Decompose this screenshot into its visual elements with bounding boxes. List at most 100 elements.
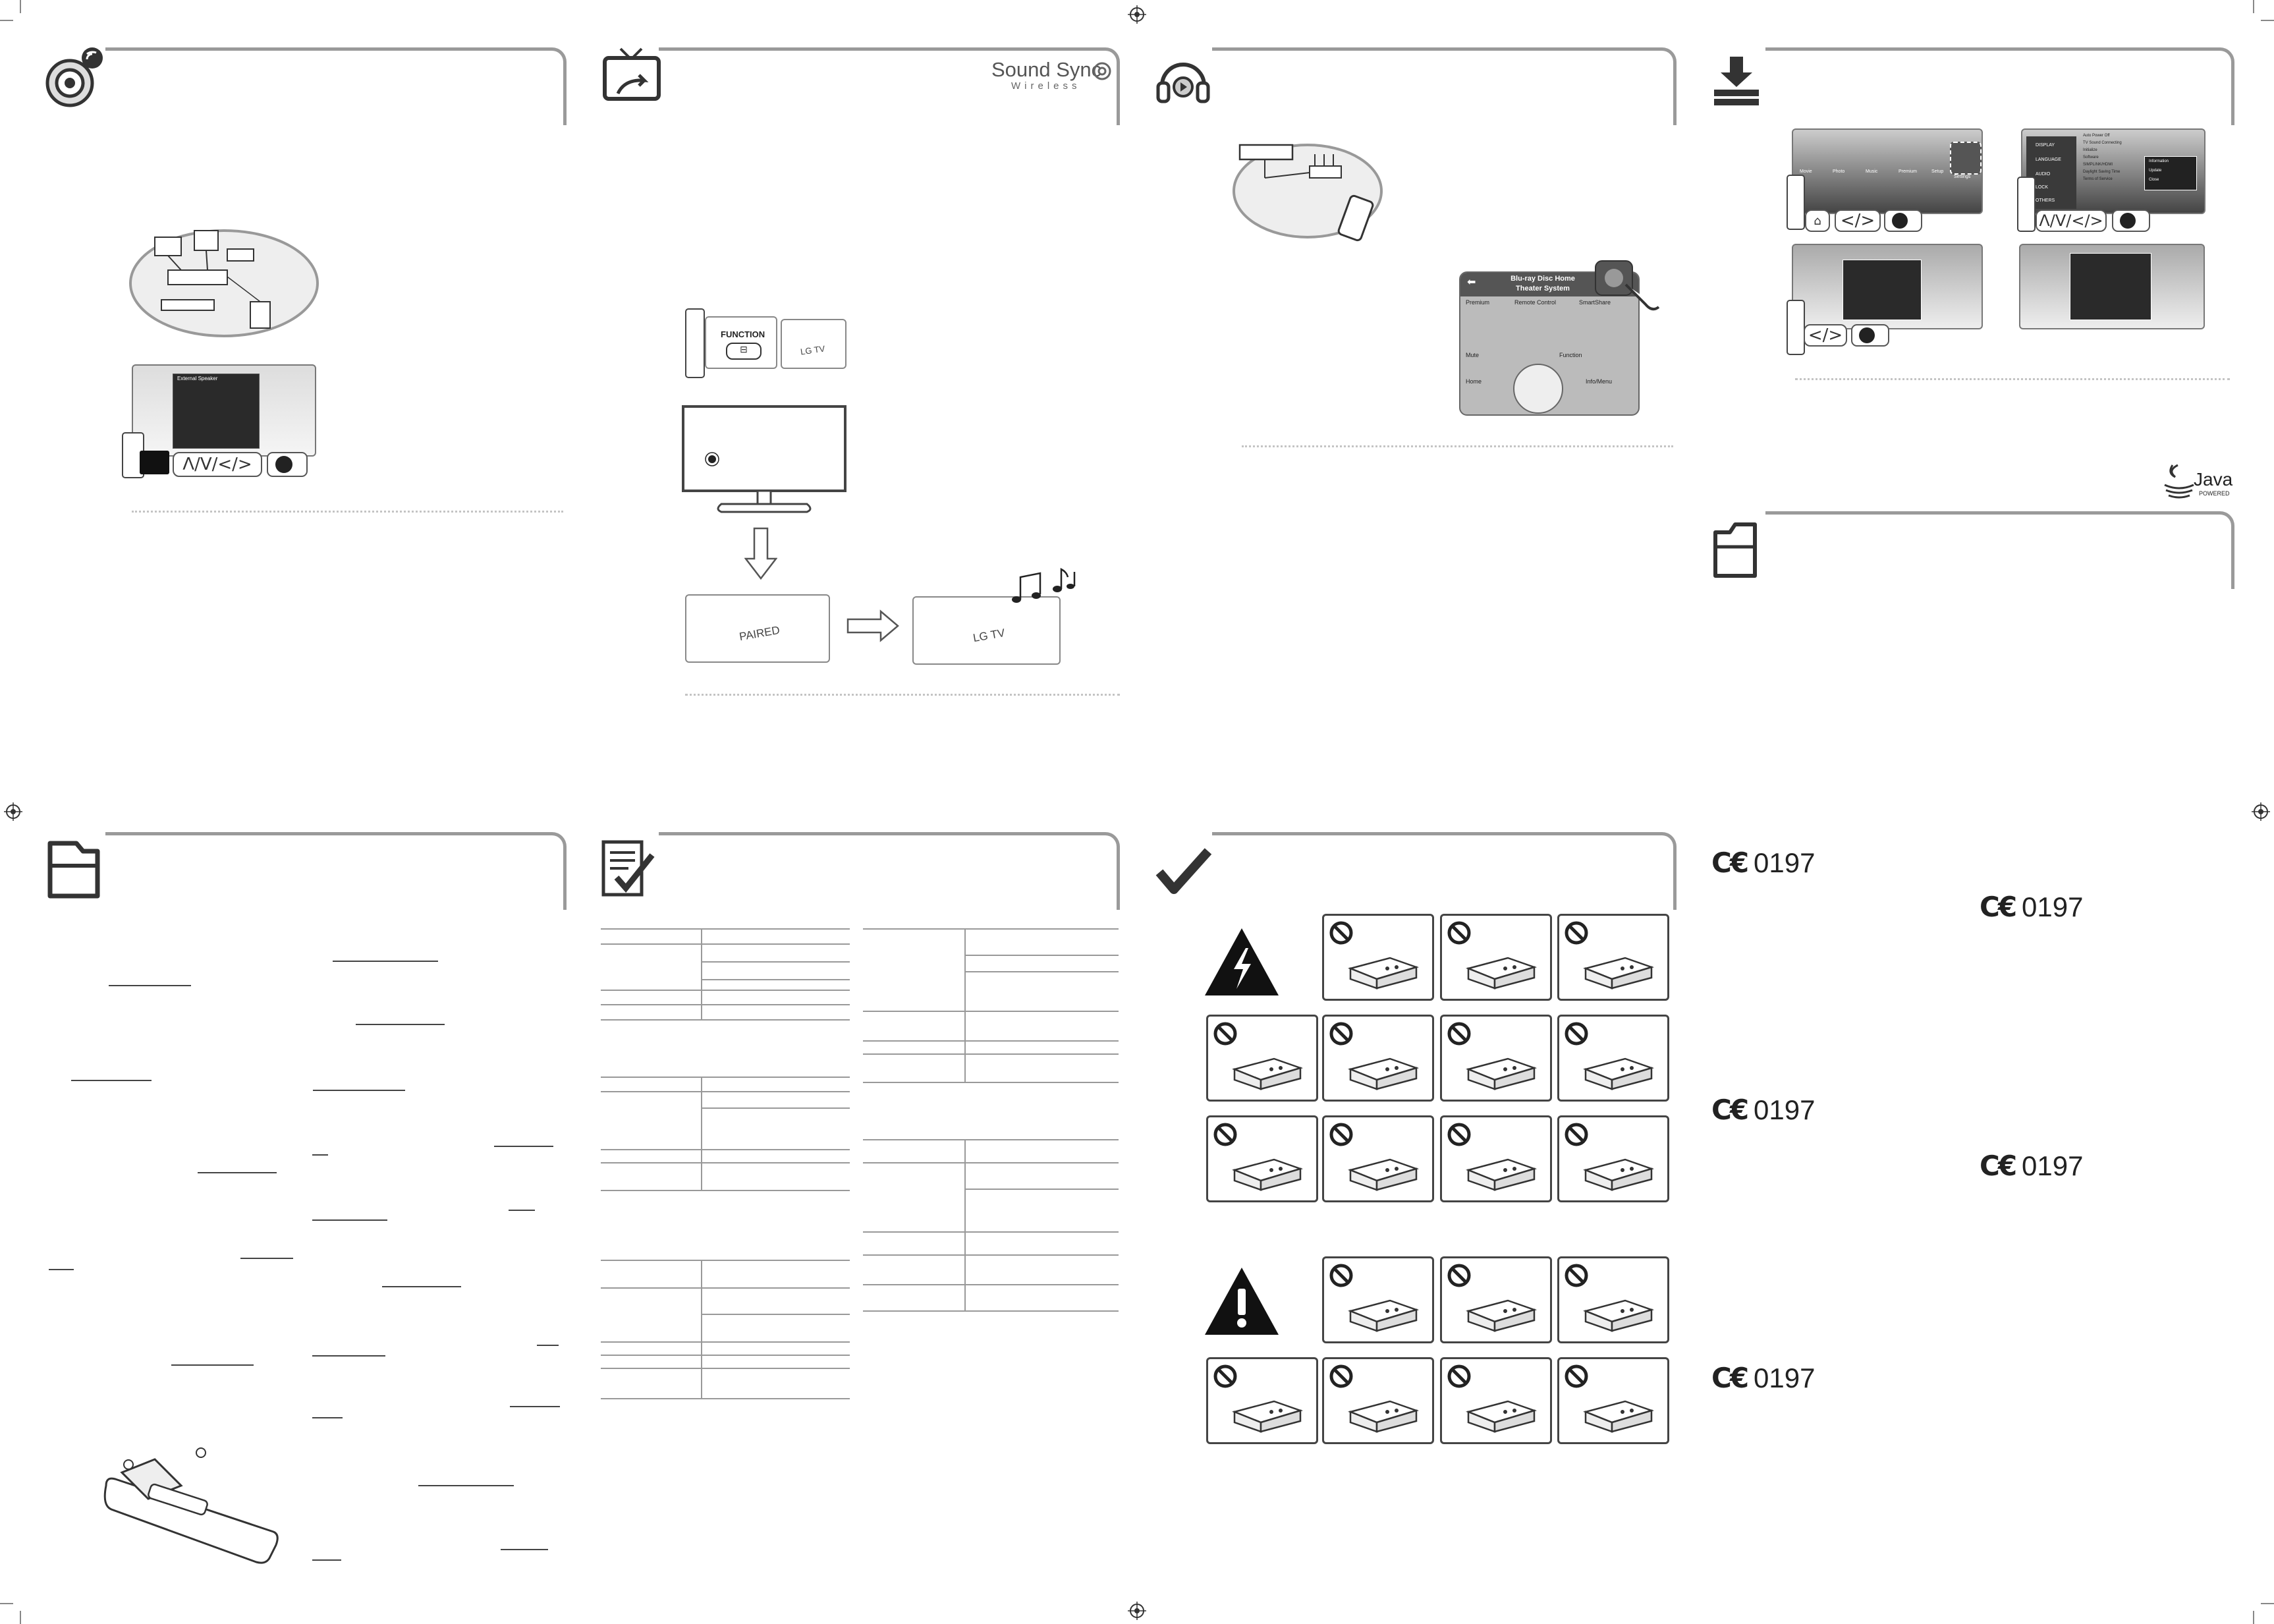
remote-icon xyxy=(1787,300,1805,355)
tab-premium[interactable]: Premium xyxy=(1466,299,1490,306)
java-logo-text: Java xyxy=(2194,469,2233,490)
crop-mark xyxy=(20,0,21,13)
settings-label: Settings xyxy=(1954,175,1971,179)
dialog-title: External Speaker xyxy=(177,376,218,381)
java-logo-sub: POWERED xyxy=(2199,490,2230,497)
section-header-rule xyxy=(105,47,567,125)
notified-body-number: 0197 xyxy=(1754,1362,1816,1393)
prohibition-illustration xyxy=(1557,1357,1669,1444)
remote-icon xyxy=(2017,177,2036,232)
no-symbol-icon xyxy=(1213,1364,1237,1388)
home-button[interactable]: Home xyxy=(1466,378,1482,385)
registration-mark xyxy=(1128,1602,1146,1620)
section-header-rule xyxy=(1765,47,2234,125)
no-symbol-icon xyxy=(1565,1364,1588,1388)
menu-setup: Setup xyxy=(1931,169,1944,174)
electric-hazard-icon xyxy=(1205,928,1279,995)
menu-movie: Movie xyxy=(1800,169,1812,174)
crop-mark xyxy=(2261,20,2274,21)
ce-entry: C€0197 xyxy=(1980,1150,2083,1182)
no-symbol-icon xyxy=(1565,921,1588,945)
hand-pointer-icon xyxy=(1595,260,1660,311)
lgtv-label-2: LG TV xyxy=(972,626,1007,645)
menu-music: Music xyxy=(1866,169,1878,174)
caution-icon xyxy=(1205,1268,1279,1335)
device-character-icon xyxy=(1466,1299,1538,1332)
section-header-rule xyxy=(105,832,567,910)
no-symbol-icon xyxy=(1213,1022,1237,1046)
remote-button-icon xyxy=(140,451,169,474)
headphones-icon xyxy=(1156,63,1210,103)
tv-illustration xyxy=(682,405,846,513)
device-character-icon xyxy=(1583,957,1655,990)
crop-mark xyxy=(2261,1603,2274,1604)
prohibition-illustration xyxy=(1440,1115,1552,1202)
spec-tables xyxy=(601,928,1119,1399)
prohibition-illustration xyxy=(1557,1015,1669,1102)
no-symbol-icon xyxy=(1565,1123,1588,1146)
menu-photo: Photo xyxy=(1833,169,1845,174)
prohibition-illustration xyxy=(1440,1256,1552,1343)
device-character-icon xyxy=(1583,1400,1655,1433)
crop-mark xyxy=(2253,0,2254,13)
sound-sync-logo: Sound Sync xyxy=(991,58,1102,81)
enter-button-icon xyxy=(267,452,308,477)
update-progress-dialog xyxy=(2070,253,2151,320)
registration-mark xyxy=(2252,802,2270,821)
side-menu-others: OTHERS xyxy=(2036,198,2055,203)
java-logo xyxy=(2164,464,2194,499)
ce-mark: C€ xyxy=(1980,1150,2017,1182)
section-header-rule xyxy=(1212,832,1677,910)
nav-keys-label: Λ/V/</> xyxy=(173,452,262,477)
sound-sync-swirl-icon xyxy=(1093,62,1111,80)
prohibition-illustration xyxy=(1440,914,1552,1001)
ce-entry: C€0197 xyxy=(1711,1094,1815,1126)
section-header-rule xyxy=(659,832,1120,910)
info-menu-button[interactable]: Info/Menu xyxy=(1586,378,1613,385)
text-underlines xyxy=(49,961,560,1561)
device-character-icon xyxy=(1466,1400,1538,1433)
crop-mark xyxy=(0,20,13,21)
option-list: Auto Power Off TV Sound Connecting Initi… xyxy=(2083,132,2122,183)
app-network-diagram xyxy=(1233,144,1383,242)
tv-icon xyxy=(603,47,661,101)
device-character-icon xyxy=(1348,1158,1420,1191)
prohibition-illustration xyxy=(1206,1115,1318,1202)
device-character-icon xyxy=(1348,957,1420,990)
prohibition-illustration xyxy=(1322,914,1434,1001)
back-arrow-icon[interactable]: ⬅ xyxy=(1467,277,1476,288)
prohibition-illustration xyxy=(1322,1115,1434,1202)
prohibition-illustration xyxy=(1322,1256,1434,1343)
device-character-icon xyxy=(1466,1158,1538,1191)
side-menu-lock: LOCK xyxy=(2036,185,2049,190)
notified-body-number: 0197 xyxy=(2022,1150,2084,1181)
remote-icon xyxy=(1787,175,1805,230)
input-icon: ⊟ xyxy=(726,343,762,360)
clipboard-check-icon xyxy=(601,840,655,897)
setup-menu-screenshot: DISPLAY LANGUAGE AUDIO LOCK OTHERS Auto … xyxy=(2021,128,2205,214)
lgtv-label: LG TV xyxy=(800,343,826,357)
prohibition-illustration xyxy=(1322,1015,1434,1102)
section-divider xyxy=(685,694,1120,696)
no-symbol-icon xyxy=(1447,1022,1471,1046)
software-popup: Information Update Close xyxy=(2144,156,2197,190)
option-auto-power-off: Auto Power Off xyxy=(2083,134,2110,138)
tab-remote-control[interactable]: Remote Control xyxy=(1514,299,1557,306)
tab-smartshare[interactable]: SmartShare xyxy=(1579,299,1611,306)
no-symbol-icon xyxy=(1329,1022,1353,1046)
mute-button[interactable]: Mute xyxy=(1466,352,1480,358)
ce-entry: C€0197 xyxy=(1711,1362,1815,1394)
no-symbol-icon xyxy=(1565,1022,1588,1046)
ce-mark: C€ xyxy=(1980,891,2017,923)
dpad[interactable] xyxy=(1513,364,1563,414)
device-character-icon xyxy=(1466,1057,1538,1090)
folder-icon xyxy=(47,841,100,899)
prohibition-illustration xyxy=(1206,1015,1318,1102)
paired-display-panel: PAIRED xyxy=(685,594,830,663)
function-button[interactable]: Function xyxy=(1559,352,1582,358)
app-title-line2: Theater System xyxy=(1516,285,1570,293)
option-initialize: Initialize xyxy=(2083,148,2097,152)
device-character-icon xyxy=(1232,1057,1304,1090)
section-header-rule xyxy=(1765,511,2234,589)
nav-keys-label-2: Λ/V/</> xyxy=(2036,210,2107,232)
